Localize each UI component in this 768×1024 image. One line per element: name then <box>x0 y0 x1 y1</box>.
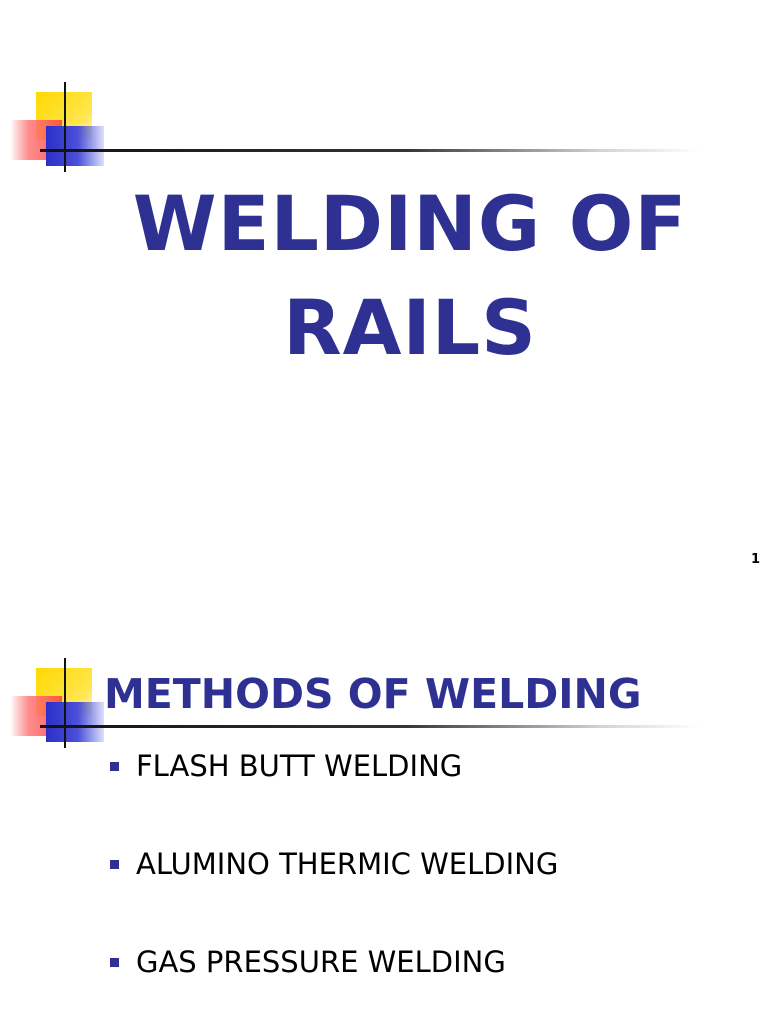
list-item-text: GAS PRESSURE WELDING <box>136 945 506 979</box>
list-item-text: ALUMINO THERMIC WELDING <box>136 847 559 881</box>
title-rule <box>40 725 700 728</box>
ornament-blue-square <box>46 126 104 166</box>
ornament-vertical-line <box>64 82 66 172</box>
bullet-square-icon <box>110 762 119 771</box>
bullet-square-icon <box>110 958 119 967</box>
list-item: FLASH BUTT WELDING <box>108 748 558 846</box>
list-item-text: FLASH BUTT WELDING <box>136 749 463 783</box>
slide-1: WELDING OF RAILS 1 <box>10 82 760 567</box>
slide-title: METHODS OF WELDING <box>104 670 642 718</box>
slide-title-line-2: RAILS <box>283 283 537 372</box>
slide-2: METHODS OF WELDING FLASH BUTT WELDING AL… <box>0 624 768 1024</box>
slide-title-line-1: WELDING OF <box>132 179 688 268</box>
ornament-vertical-line <box>64 658 66 748</box>
bullet-square-icon <box>110 860 119 869</box>
bullet-list: FLASH BUTT WELDING ALUMINO THERMIC WELDI… <box>108 748 558 1024</box>
list-item: GAS PRESSURE WELDING <box>108 944 558 1024</box>
title-rule <box>40 149 700 152</box>
list-item: ALUMINO THERMIC WELDING <box>108 846 558 944</box>
corner-ornament <box>10 82 120 182</box>
corner-ornament <box>10 658 120 758</box>
ornament-blue-square <box>46 702 104 742</box>
page-number: 1 <box>750 552 760 567</box>
